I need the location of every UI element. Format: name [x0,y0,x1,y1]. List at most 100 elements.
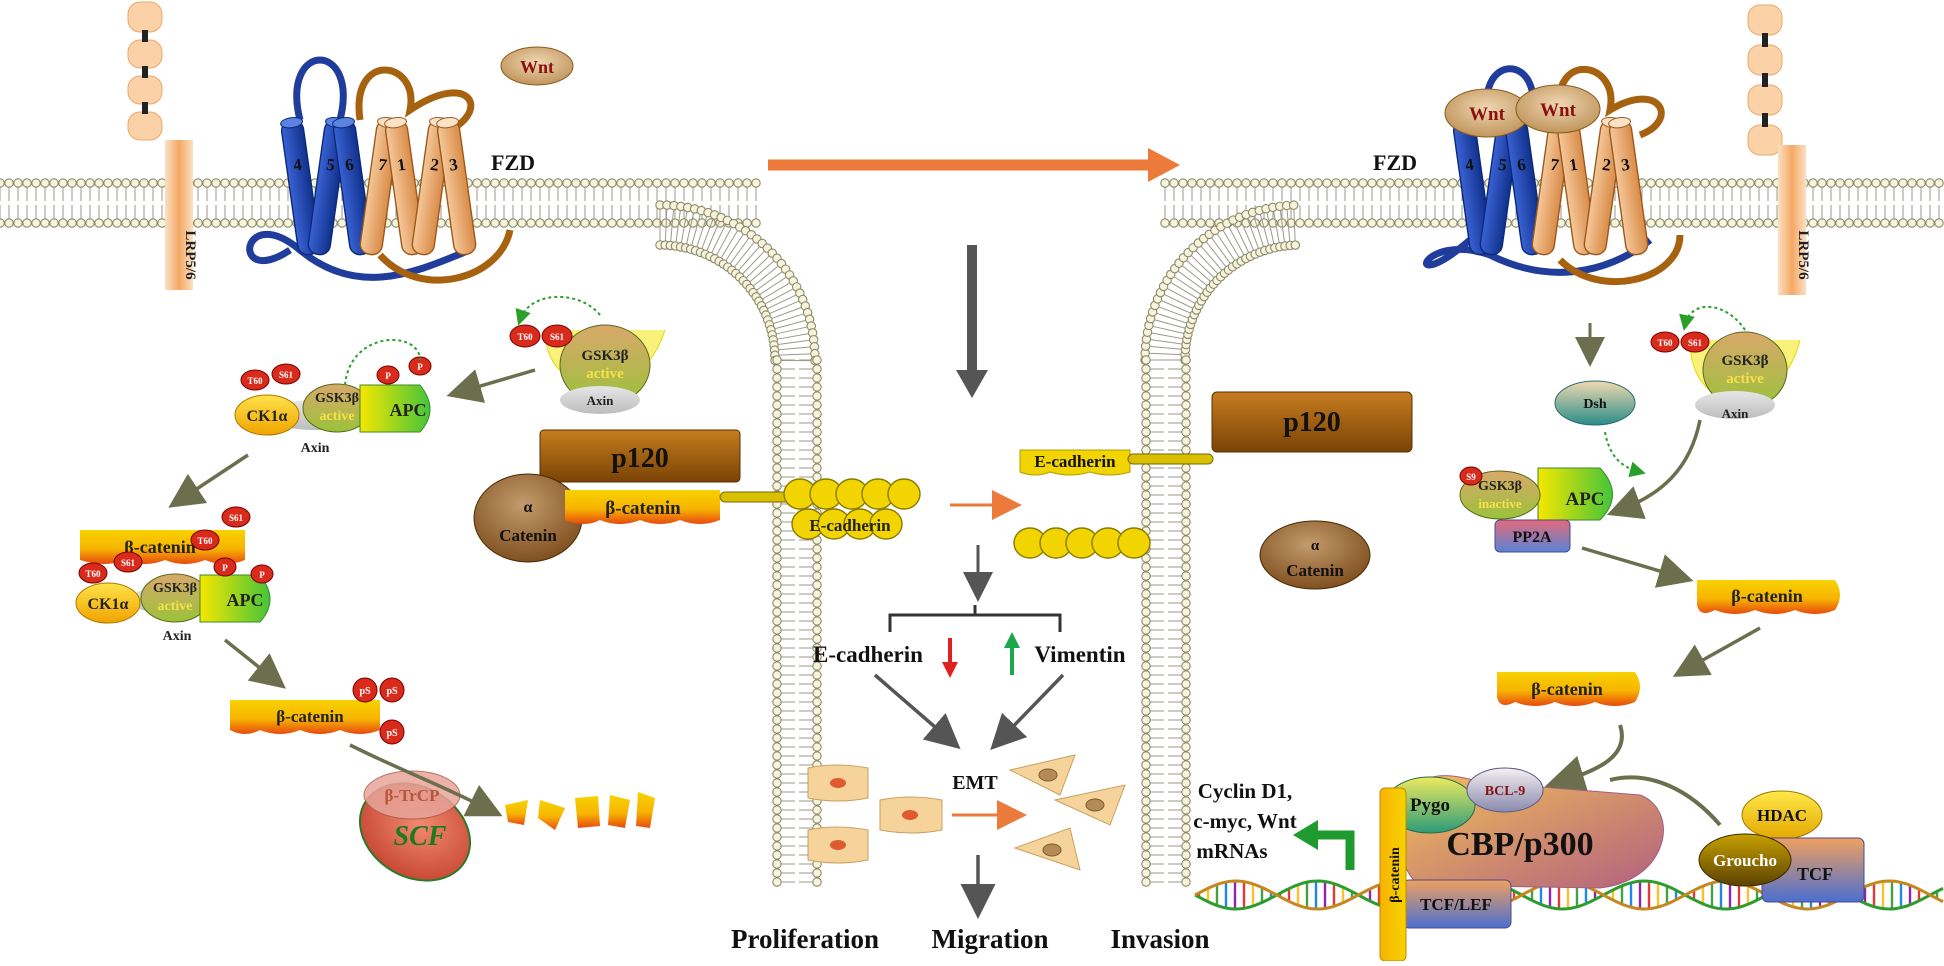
svg-text:S61: S61 [1688,338,1703,348]
svg-text:BCL-9: BCL-9 [1485,784,1525,799]
svg-text:α: α [1311,538,1320,554]
destruction-complex-axin-left: GSK3β active Axin T60 S61 [510,297,665,414]
svg-text:active: active [1726,371,1764,387]
svg-text:P: P [259,570,265,580]
svg-text:T60: T60 [197,536,213,546]
mesenchymal-cells [1010,755,1125,870]
svg-text:Axin: Axin [1722,406,1750,421]
svg-text:APC: APC [390,400,427,420]
destruction-complex-1: Axin CK1α GSK3β active APC T60 S61 P P [235,340,431,456]
svg-text:TCF/LEF: TCF/LEF [1420,895,1492,914]
svg-text:S9: S9 [1466,472,1476,482]
svg-text:T60: T60 [1657,338,1673,348]
svg-text:Axin: Axin [301,441,330,456]
svg-text:β-catenin: β-catenin [1731,586,1802,606]
svg-text:TCF: TCF [1797,864,1833,884]
down-arrow-center [956,370,988,398]
svg-text:PP2A: PP2A [1512,529,1552,546]
svg-text:pS: pS [386,728,398,739]
svg-text:P: P [385,371,391,381]
svg-text:Catenin: Catenin [499,526,557,545]
svg-text:S61: S61 [279,370,294,380]
p120-label-left: p120 [611,443,669,474]
svg-text:Axin: Axin [163,629,192,644]
epithelial-cells [808,765,942,863]
lrp-receptor-right: LRP5/6 [1748,5,1811,295]
svg-text:GSK3β: GSK3β [1721,353,1768,369]
svg-text:Axin: Axin [587,393,615,408]
transcription-complex: CBP/p300 Pygo BCL-9 TCF/LEF β-catenin HD… [1380,768,1864,961]
down-red-arrow [942,662,958,678]
svg-text:T60: T60 [517,332,533,342]
svg-text:T60: T60 [85,569,101,579]
arrow-to-phospho [225,640,275,680]
p120-label-right: p120 [1283,407,1341,438]
beta-catenin-free-2: β-catenin [1497,672,1640,706]
emt-label: EMT [952,772,998,794]
svg-text:pS: pS [359,686,371,697]
svg-text:CK1α: CK1α [88,596,129,613]
up-green-arrow [1004,632,1020,648]
svg-text:P: P [222,563,228,573]
svg-text:β-catenin: β-catenin [276,707,344,726]
inactive-complex-right: APC GSK3β inactive S9 PP2A [1460,467,1613,552]
svg-text:mRNAs: mRNAs [1196,839,1267,863]
phospho-beta-catenin: β-catenin pS pS pS [230,678,404,744]
destruction-complex-axin-right: GSK3β active Axin T60 S61 [1651,307,1800,421]
svg-text:active: active [320,409,355,424]
svg-text:Wnt: Wnt [1469,104,1506,125]
outcome-invasion: Invasion [1110,924,1209,954]
svg-text:APC: APC [1565,489,1604,510]
svg-text:Groucho: Groucho [1713,851,1777,870]
transcription-arrow [1293,820,1318,850]
svg-text:active: active [586,366,624,382]
svg-text:CBP/p300: CBP/p300 [1446,826,1593,863]
scf-ubiquitin-ligase: β-TrCP SCF [342,764,487,900]
main-transition-arrow [1148,148,1180,182]
svg-text:Cyclin D1,: Cyclin D1, [1198,779,1293,803]
svg-text:Dsh: Dsh [1583,397,1607,412]
degraded-beta-catenin-fragments [505,792,655,830]
outcome-proliferation: Proliferation [731,924,879,954]
svg-text:GSK3β: GSK3β [1478,479,1522,494]
vimentin-upregulated: Vimentin [1034,642,1125,667]
svg-text:Wnt: Wnt [1540,100,1577,121]
svg-text:β-catenin: β-catenin [1531,679,1602,699]
beta-catenin-free-1: β-catenin [1697,580,1840,614]
destruction-complex-2: β-catenin Axin CK1α GSK3β active APC T60… [76,507,273,644]
svg-text:S61: S61 [121,558,136,568]
svg-text:GSK3β: GSK3β [153,581,197,596]
svg-text:α: α [524,499,533,516]
svg-text:GSK3β: GSK3β [581,348,628,364]
svg-text:c-myc, Wnt: c-myc, Wnt [1193,809,1296,833]
svg-text:β-catenin: β-catenin [1388,847,1403,903]
svg-text:Pygo: Pygo [1410,795,1450,816]
svg-text:S61: S61 [550,332,565,342]
svg-text:APC: APC [227,590,264,610]
fzd-label-left: FZD [491,150,535,175]
svg-text:inactive: inactive [1478,496,1522,511]
svg-text:pS: pS [386,686,398,697]
wnt-label-left: Wnt [520,57,554,77]
lrp-label-left: LRP5/6 [182,230,198,280]
adherens-junction-left: p120 α Catenin β-catenin E-cadherin [474,430,920,562]
svg-text:SCF: SCF [394,821,447,852]
svg-text:HDAC: HDAC [1757,806,1807,825]
svg-text:P: P [417,362,423,372]
svg-text:E-cadherin: E-cadherin [809,516,891,535]
svg-text:S61: S61 [229,513,244,523]
adherens-junction-right: p120 E-cadherin α Catenin [1014,392,1412,589]
svg-text:Catenin: Catenin [1286,561,1344,580]
lrp-label-right: LRP5/6 [1795,230,1811,280]
target-genes: Cyclin D1, c-myc, Wnt mRNAs [1193,779,1350,870]
svg-text:E-cadherin: E-cadherin [1034,452,1116,471]
lrp-receptor-left: LRP5/6 [128,2,198,290]
svg-text:GSK3β: GSK3β [315,391,359,406]
arrow-axin-to-complex [460,370,535,392]
svg-text:T60: T60 [247,376,263,386]
arrow-complex-to-bcat [180,455,248,500]
